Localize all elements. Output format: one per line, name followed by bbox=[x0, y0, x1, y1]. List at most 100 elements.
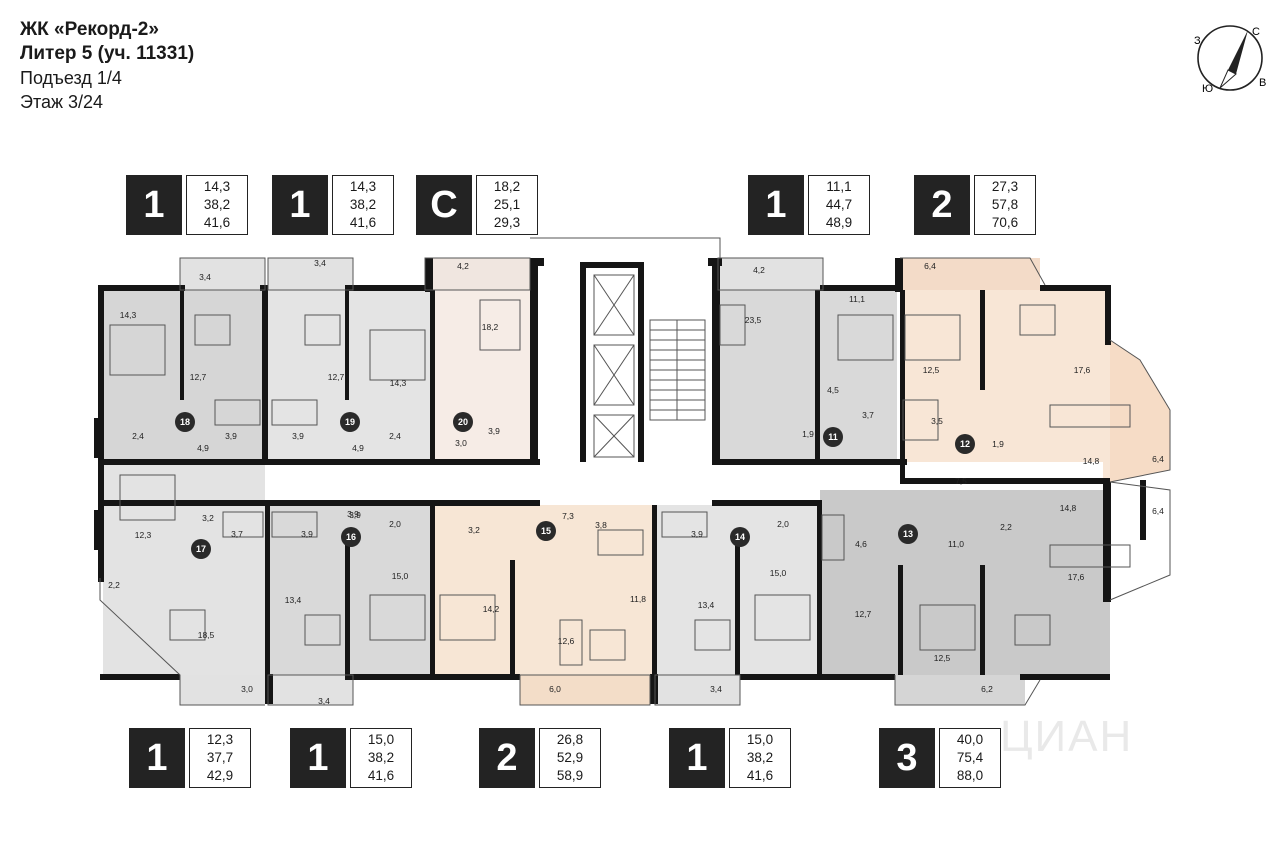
room-area-label: 18,2 bbox=[482, 322, 499, 332]
total-area: 38,2 bbox=[746, 750, 774, 765]
full-area: 41,6 bbox=[203, 215, 231, 230]
apartment-badge-bottom-4[interactable]: 1 15,0 38,2 41,6 bbox=[669, 728, 791, 788]
badge-room-count: С bbox=[416, 175, 472, 235]
compass-south: Ю bbox=[1202, 83, 1213, 95]
apartment-badge-top-3[interactable]: С 18,2 25,1 29,3 bbox=[416, 175, 538, 235]
room-area-label: 7,3 bbox=[562, 511, 574, 521]
full-area: 41,6 bbox=[367, 768, 395, 783]
full-area: 41,6 bbox=[746, 768, 774, 783]
room-area-label: 11,0 bbox=[948, 539, 964, 549]
living-area: 26,8 bbox=[556, 732, 584, 747]
total-area: 44,7 bbox=[825, 197, 853, 212]
apartment-number-18[interactable]: 18 bbox=[175, 412, 195, 432]
apartment-number-15[interactable]: 15 bbox=[536, 521, 556, 541]
room-area-label: 4,9 bbox=[352, 443, 364, 453]
room-area-label: 3,9 bbox=[691, 529, 703, 539]
room-area-label: 17,6 bbox=[1074, 365, 1091, 375]
apartment-number-19[interactable]: 19 bbox=[340, 412, 360, 432]
room-area-label: 3,4 bbox=[318, 696, 330, 706]
room-area-label: 18,5 bbox=[198, 630, 215, 640]
badge-areas: 26,8 52,9 58,9 bbox=[539, 728, 601, 788]
apartment-badge-top-1[interactable]: 1 14,3 38,2 41,6 bbox=[126, 175, 248, 235]
svg-text:11: 11 bbox=[828, 432, 838, 442]
apartment-number-12[interactable]: 12 bbox=[955, 434, 975, 454]
room-area-label: 12,6 bbox=[558, 636, 575, 646]
living-area: 14,3 bbox=[203, 179, 231, 194]
room-area-label: 23,5 bbox=[745, 315, 762, 325]
entrance-label: Подъезд 1/4 bbox=[20, 68, 122, 88]
room-area-label: 12,5 bbox=[923, 365, 940, 375]
room-area-label: 2,4 bbox=[389, 431, 401, 441]
badge-room-count: 1 bbox=[129, 728, 185, 788]
badge-areas: 40,0 75,4 88,0 bbox=[939, 728, 1001, 788]
svg-text:12: 12 bbox=[960, 439, 970, 449]
compass-north: С bbox=[1252, 26, 1260, 38]
badge-room-count: 2 bbox=[914, 175, 970, 235]
apartment-badge-bottom-5[interactable]: 3 40,0 75,4 88,0 bbox=[879, 728, 1001, 788]
room-area-label: 3,9 bbox=[292, 431, 304, 441]
full-area: 88,0 bbox=[956, 768, 984, 783]
total-area: 25,1 bbox=[493, 197, 521, 212]
living-area: 14,3 bbox=[349, 179, 377, 194]
apartment-badge-bottom-2[interactable]: 1 15,0 38,2 41,6 bbox=[290, 728, 412, 788]
room-area-label: 4,5 bbox=[827, 385, 839, 395]
room-area-label: 11,1 bbox=[849, 294, 865, 304]
svg-text:13: 13 bbox=[903, 529, 913, 539]
room-area-label: 2,4 bbox=[132, 431, 144, 441]
room-area-label: 14,8 bbox=[1083, 456, 1100, 466]
complex-name: ЖК «Рекорд-2» bbox=[20, 19, 159, 40]
room-area-label: 2,2 bbox=[108, 580, 120, 590]
total-area: 57,8 bbox=[991, 197, 1019, 212]
svg-text:14: 14 bbox=[735, 532, 745, 542]
apartment-number-11[interactable]: 11 bbox=[823, 427, 843, 447]
room-area-label: 1,9 bbox=[802, 429, 814, 439]
apartment-number-16[interactable]: 16 bbox=[341, 527, 361, 547]
full-area: 42,9 bbox=[206, 768, 234, 783]
badge-areas: 15,0 38,2 41,6 bbox=[729, 728, 791, 788]
room-area-label: 3,2 bbox=[202, 513, 214, 523]
apartment-badge-bottom-1[interactable]: 1 12,3 37,7 42,9 bbox=[129, 728, 251, 788]
living-area: 15,0 bbox=[367, 732, 395, 747]
full-area: 29,3 bbox=[493, 215, 521, 230]
full-area: 41,6 bbox=[349, 215, 377, 230]
room-area-label: 12,3 bbox=[135, 530, 152, 540]
room-area-label: 12,5 bbox=[934, 653, 951, 663]
apartment-number-13[interactable]: 13 bbox=[898, 524, 918, 544]
compass-icon: С В Ю З bbox=[1194, 25, 1266, 95]
room-area-label: 7,5 bbox=[955, 476, 967, 486]
room-area-label: 6,0 bbox=[549, 684, 561, 694]
living-area: 12,3 bbox=[206, 732, 234, 747]
apartment-number-20[interactable]: 20 bbox=[453, 412, 473, 432]
room-area-label: 2,2 bbox=[1000, 522, 1012, 532]
walls bbox=[94, 258, 1146, 704]
apartment-numbers: 18 19 20 11 12 17 16 15 14 13 bbox=[175, 412, 975, 559]
watermark: ЦИАН bbox=[1000, 712, 1134, 761]
room-area-label: 14,8 bbox=[1060, 503, 1077, 513]
apartment-badge-bottom-3[interactable]: 2 26,8 52,9 58,9 bbox=[479, 728, 601, 788]
floor-label: Этаж 3/24 bbox=[20, 92, 104, 112]
living-area: 27,3 bbox=[991, 179, 1019, 194]
living-area: 15,0 bbox=[746, 732, 774, 747]
badge-room-count: 1 bbox=[748, 175, 804, 235]
apartment-badge-top-5[interactable]: 2 27,3 57,8 70,6 bbox=[914, 175, 1036, 235]
badge-room-count: 1 bbox=[272, 175, 328, 235]
apartment-badge-top-2[interactable]: 1 14,3 38,2 41,6 bbox=[272, 175, 394, 235]
compass: С В Ю З bbox=[1190, 18, 1270, 98]
room-area-label: 3,0 bbox=[455, 438, 467, 448]
room-area-label: 11,8 bbox=[630, 594, 646, 604]
room-area-label: 12,7 bbox=[855, 609, 872, 619]
badge-areas: 18,2 25,1 29,3 bbox=[476, 175, 538, 235]
total-area: 75,4 bbox=[956, 750, 984, 765]
room-area-label: 2,0 bbox=[389, 519, 401, 529]
apartment-badge-top-4[interactable]: 1 11,1 44,7 48,9 bbox=[748, 175, 870, 235]
total-area: 38,2 bbox=[203, 197, 231, 212]
apartment-number-14[interactable]: 14 bbox=[730, 527, 750, 547]
room-area-label: 13,4 bbox=[285, 595, 302, 605]
svg-text:19: 19 bbox=[345, 417, 355, 427]
apartment-number-17[interactable]: 17 bbox=[191, 539, 211, 559]
room-area-label: 3,9 bbox=[225, 431, 237, 441]
room-area-label: 3,8 bbox=[595, 520, 607, 530]
thin-walls bbox=[99, 237, 1171, 706]
badge-areas: 15,0 38,2 41,6 bbox=[350, 728, 412, 788]
